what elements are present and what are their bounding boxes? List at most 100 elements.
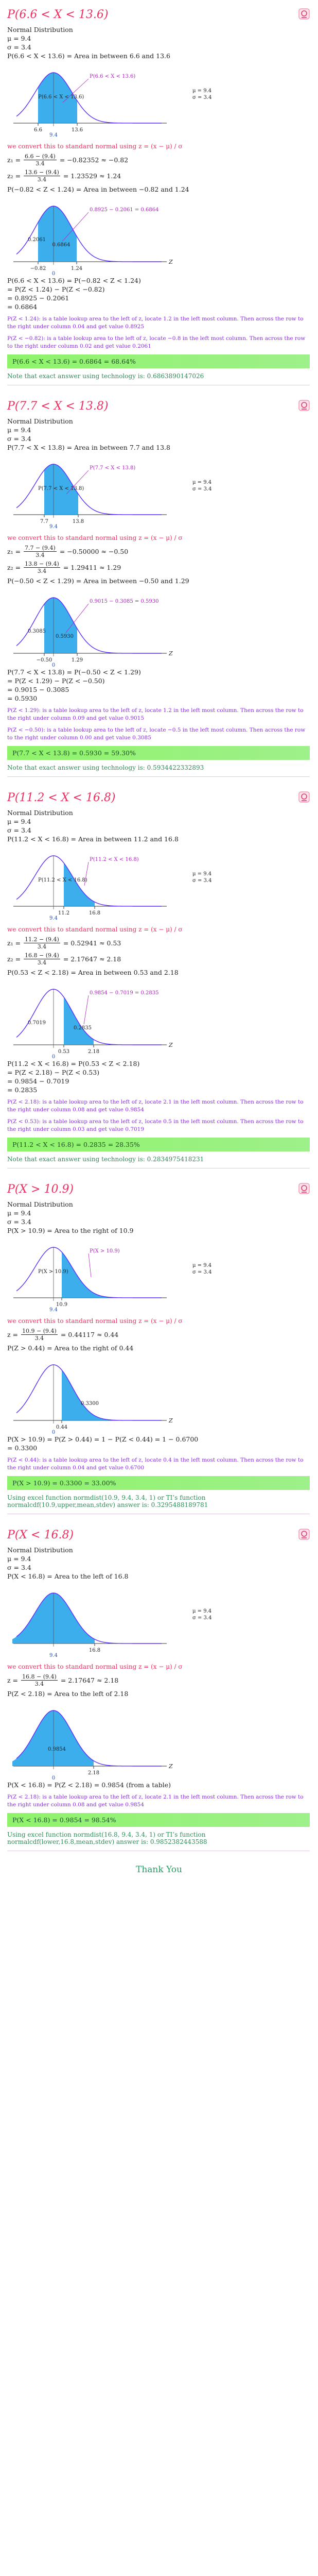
tick-label: 13.6 [72,127,83,133]
z-numerator: 13.8 − (9.4) [24,561,60,568]
table-lookup-note: P(Z < 1.29): is a table lookup area to t… [7,707,304,721]
share-icon[interactable] [297,1182,311,1195]
section-title: P(X > 10.9) [7,1183,74,1196]
z-rhs: = 0.44117 ≈ 0.44 [60,1331,119,1338]
z-rhs: = 1.23529 ≈ 1.24 [63,172,121,180]
z-fraction: 16.8 − (9.4)3.4 [24,952,60,966]
mean-label: 9.4 [49,1653,58,1658]
tick-label: 1.29 [72,657,83,663]
tick-label: 1.24 [71,266,82,272]
solution-step: = P(Z < 1.24) − P(Z < −0.82) [7,285,105,293]
legend-text: μ = 9.4 [192,1608,211,1614]
callout-label: P(7.7 < X < 13.8) [90,465,135,471]
solution-step: = 0.8925 − 0.2061 [7,294,69,302]
tick-label: 6.6 [34,127,42,133]
z-rhs: = −0.50000 ≈ −0.50 [59,548,129,555]
standardize-line: we convert this to standard normal using… [7,1317,183,1325]
table-lookup-note: P(Z < 2.18): is a table lookup area to t… [7,1794,304,1808]
z-denominator: 3.4 [36,160,45,167]
shaded-area [44,598,77,653]
exact-answer-note: Note that exact answer using technology … [7,372,204,380]
z-calculation: z₁ =7.7 − (9.4)3.4= −0.50000 ≈ −0.50 [7,545,310,558]
bell-curve [16,206,162,262]
left-value: 0.7019 [28,1020,46,1026]
tick-label: 10.9 [56,1302,67,1308]
legend: μ = 9.4σ = 3.4 [192,1263,211,1275]
share-icon[interactable] [297,7,311,21]
left-value: 0.2061 [28,237,46,243]
tick-label: 11.2 [58,910,69,916]
result-banner: P(7.7 < X < 13.8) = 0.5930 = 59.30% [7,746,310,760]
table-lookup-note: P(Z < 0.53): is a table lookup area to t… [7,1118,304,1132]
intro-line: σ = 3.4 [7,826,31,834]
z-lhs: z₂ = [7,955,21,963]
callout-label: 0.9015 − 0.3085 = 0.5930 [90,599,158,604]
z-area-statement: P(0.53 < Z < 2.18) = Area in between 0.5… [7,969,179,976]
z-fraction: 7.7 − (9.4)3.4 [24,545,57,558]
solution-step: = 0.9015 − 0.3085 [7,686,69,693]
table-lookup-note: P(Z < −0.82): is a table lookup area to … [7,335,306,349]
axis-label: Z [168,1763,173,1770]
z-calculation: z =10.9 − (9.4)3.4= 0.44117 ≈ 0.44 [7,1328,310,1342]
axis-label: Z [168,1042,173,1048]
table-lookup-note: P(Z < −0.50): is a table lookup area to … [7,727,306,741]
legend: μ = 9.4σ = 3.4 [192,1608,211,1621]
z-fraction: 11.2 − (9.4)3.4 [24,936,60,950]
axis-label: Z [168,259,173,265]
legend-text: μ = 9.4 [192,871,211,877]
z-denominator: 3.4 [37,568,47,574]
right-value: 0.3300 [81,1401,99,1406]
intro-line: P(11.2 < X < 16.8) = Area in between 11.… [7,835,179,843]
z-calculation: z₂ =16.8 − (9.4)3.4= 2.17647 ≈ 2.18 [7,952,310,966]
intro-line: μ = 9.4 [7,1555,31,1563]
mean-label: 0 [52,271,55,276]
z-fraction: 10.9 − (9.4)3.4 [21,1328,58,1342]
z-fraction: 6.6 − (9.4)3.4 [24,153,57,167]
standardize-line: we convert this to standard normal using… [7,1663,183,1670]
z-numerator: 16.8 − (9.4) [24,952,60,959]
z-lhs: z₂ = [7,172,21,180]
intro-line: P(X < 16.8) = Area to the left of 16.8 [7,1572,129,1580]
solution-step: = 0.6864 [7,303,38,311]
intro-line: μ = 9.4 [7,35,31,42]
legend-text: σ = 3.4 [192,486,211,492]
left-value: 0.3085 [28,629,46,634]
bell-curve [16,1247,162,1298]
legend: μ = 9.4σ = 3.4 [192,480,211,492]
solution-step: = P(Z < 2.18) − P(Z < 0.53) [7,1069,100,1076]
legend-text: μ = 9.4 [192,88,211,94]
legend: μ = 9.4σ = 3.4 [192,871,211,884]
solution-step: = 0.9854 − 0.7019 [7,1077,69,1085]
standardize-line: we convert this to standard normal using… [7,926,183,933]
share-icon[interactable] [297,790,311,804]
legend-text: μ = 9.4 [192,480,211,485]
intro-line: μ = 9.4 [7,426,31,434]
z-fraction: 13.6 − (9.4)3.4 [24,169,60,183]
result-banner: P(X < 16.8) = 0.9854 = 98.54% [7,1813,310,1827]
shaded-area [64,863,95,906]
callout-label: P(6.6 < X < 13.6) [90,74,135,79]
intro-line: P(6.6 < X < 13.6) = Area in between 6.6 … [7,52,170,60]
solution-step: P(11.2 < X < 16.8) = P(0.53 < Z < 2.18) [7,1060,140,1067]
normal-graph: 16.89.4μ = 9.4σ = 3.4 [12,1592,211,1658]
share-icon[interactable] [297,1528,311,1541]
section-title: P(11.2 < X < 16.8) [7,791,116,804]
z-lhs: z₁ = [7,548,21,555]
z-lhs: z₂ = [7,564,21,571]
callout-line [66,470,89,495]
intro-line: μ = 9.4 [7,818,31,825]
intro-line: Normal Distribution [7,1200,73,1208]
intro-line: σ = 3.4 [7,1218,31,1226]
z-calculation: z₂ =13.6 − (9.4)3.4= 1.23529 ≈ 1.24 [7,169,310,183]
axis-label: Z [168,650,173,657]
solution-step: = P(Z < 1.29) − P(Z < −0.50) [7,677,105,685]
share-icon[interactable] [297,399,311,412]
intro-line: μ = 9.4 [7,1209,31,1217]
mean-label: 0 [52,1430,55,1435]
z-numerator: 6.6 − (9.4) [24,153,57,160]
